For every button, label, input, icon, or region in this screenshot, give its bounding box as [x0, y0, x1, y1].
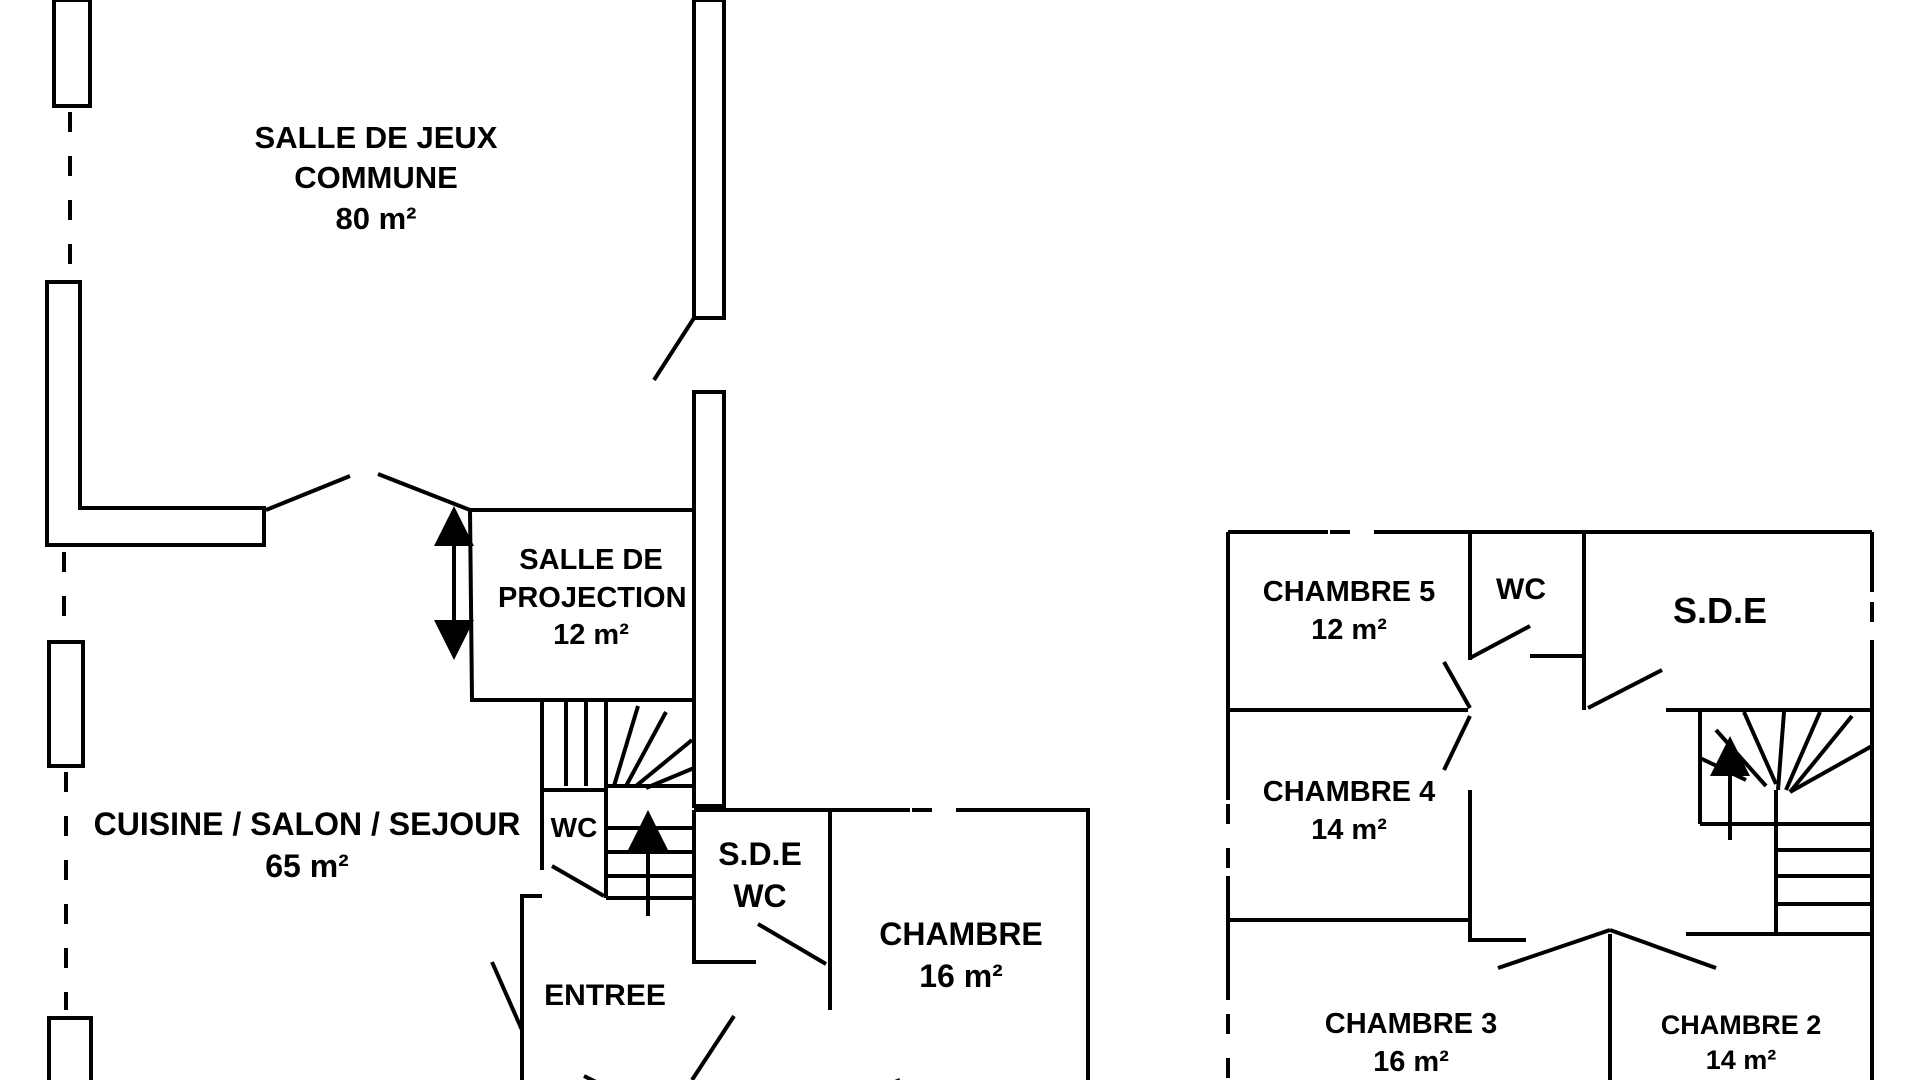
door-leaf	[1587, 668, 1663, 710]
room-label-wc-upper: WC	[1486, 570, 1556, 609]
room-name: WC	[550, 812, 598, 843]
left-wall-segment	[47, 1016, 93, 1080]
upper-floor-plan	[1226, 530, 1874, 1080]
room-area: 14 m²	[1311, 813, 1387, 846]
room-label-sde-upper: S.D.E	[1640, 588, 1800, 635]
entrance-walls	[520, 894, 542, 1080]
room-name: S.D.E	[1672, 590, 1768, 631]
room-area: 16 m²	[1373, 1045, 1449, 1078]
door-leaf	[652, 316, 696, 382]
bedroom-walls	[960, 808, 1090, 1080]
door-leaf	[265, 474, 351, 512]
wc-upper-walls	[1468, 532, 1586, 708]
room-area: 16 m²	[919, 957, 1003, 994]
door-leaf	[1442, 661, 1472, 709]
room-name: WC	[1496, 573, 1546, 606]
room-name: PROJECTION	[498, 581, 687, 614]
room-name: SALLE DE	[519, 544, 663, 576]
room-name: CHAMBRE 4	[1262, 776, 1436, 808]
door-leaf	[583, 1074, 597, 1080]
ground-floor-plan	[45, 0, 1090, 1080]
wc-walls	[540, 788, 606, 870]
room-label-chambre-3: CHAMBRE 3 16 m²	[1296, 1006, 1526, 1081]
room-label-entree: ENTREE	[530, 976, 680, 1015]
l-shaped-wall	[45, 280, 266, 547]
door-leaf	[1469, 624, 1531, 660]
left-wall-segment	[52, 0, 92, 108]
room-name: COMMUNE	[294, 160, 458, 196]
central-wall-segment	[692, 0, 726, 320]
room-name: WC	[733, 877, 787, 914]
door-leaf	[490, 961, 524, 1031]
room-label-sde-wc: S.D.E WC	[700, 834, 820, 917]
room-area: 65 m²	[265, 847, 349, 884]
room-label-chambre-4: CHAMBRE 4 14 m²	[1244, 774, 1454, 849]
room-label-wc: WC	[546, 810, 602, 846]
door-leaf	[1442, 715, 1472, 771]
staircase-ground	[540, 702, 695, 916]
room-area: 80 m²	[335, 200, 417, 236]
room-area: 14 m²	[1705, 1045, 1777, 1076]
room-label-chambre-5: CHAMBRE 5 12 m²	[1244, 574, 1454, 649]
room-area: 12 m²	[553, 619, 629, 652]
bedroom4-walls	[1228, 790, 1526, 942]
room-label-chambre: CHAMBRE 16 m²	[856, 914, 1066, 997]
room-name: CHAMBRE 2	[1660, 1010, 1822, 1040]
door-leaf	[377, 472, 471, 512]
room-label-chambre-2: CHAMBRE 2 14 m²	[1636, 1008, 1846, 1078]
room-name: S.D.E	[718, 836, 802, 872]
door-leaf	[690, 1014, 736, 1080]
door-leaf	[1497, 928, 1611, 970]
room-name: CHAMBRE 5	[1262, 576, 1436, 608]
door-leaf	[551, 864, 605, 898]
room-name: SALLE DE JEUX	[254, 120, 498, 155]
room-name: CHAMBRE	[879, 916, 1043, 952]
door-leaf	[756, 922, 828, 966]
room-label-cuisine-salon-sejour: CUISINE / SALON / SEJOUR 65 m²	[92, 804, 522, 887]
room-label-salle-de-jeux: SALLE DE JEUX COMMUNE 80 m²	[236, 118, 516, 239]
room-area: 12 m²	[1311, 613, 1387, 646]
room-name: CUISINE / SALON / SEJOUR	[93, 806, 521, 842]
central-wall-segment	[692, 390, 726, 808]
door-leaf	[1609, 928, 1717, 970]
room-name: ENTREE	[544, 979, 666, 1012]
room-label-salle-de-projection: SALLE DE PROJECTION 12 m²	[498, 542, 687, 655]
left-wall-segment	[47, 640, 85, 768]
staircase-upper	[1666, 708, 1873, 936]
room-name: CHAMBRE 3	[1324, 1008, 1498, 1040]
